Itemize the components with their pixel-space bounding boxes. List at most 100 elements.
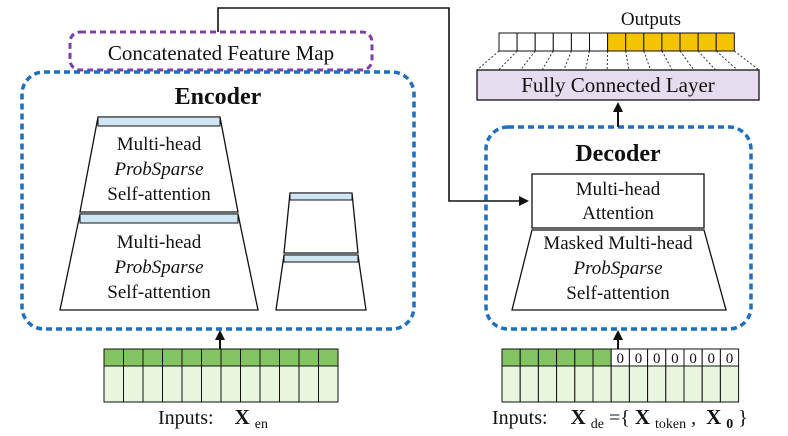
- encoder-input-feature-cell: [142, 365, 163, 403]
- decoder-attention-block: [531, 173, 705, 229]
- decoder-input-feature-cell: [574, 365, 594, 403]
- encoder-upper-line-3: Self-attention: [107, 184, 211, 205]
- decoder-token-subscript: token: [655, 417, 686, 432]
- output-fan-line: [679, 50, 695, 71]
- decoder-masked-line-1: Masked Multi-head: [543, 233, 693, 254]
- decoder-zero-digit: 0: [653, 351, 661, 367]
- decoder-input-feature-cell: [610, 365, 630, 403]
- output-fan-line: [563, 50, 572, 71]
- encoder-small-block-lower-bar: [283, 254, 359, 263]
- encoder-small-block-upper-bar: [289, 192, 353, 201]
- decoder-masked-attention-block: [511, 229, 727, 311]
- output-fan-lines: [476, 50, 760, 71]
- encoder-title: Encoder: [175, 84, 262, 110]
- encoder-input-token-cell: [279, 348, 300, 367]
- output-fan-line: [661, 50, 673, 71]
- decoder-input-token-cell: [556, 348, 576, 367]
- encoder-input-feature-cell: [103, 365, 124, 403]
- decoder-attention-line-1: Multi-head: [576, 179, 661, 200]
- decoder-zero-digit: 0: [708, 351, 716, 367]
- concat-feature-map-box: [68, 30, 374, 72]
- encoder-input-feature-cell: [201, 365, 222, 403]
- encoder-to-decoder-connector: [217, 7, 529, 206]
- encoder-upper-block-bar: [97, 116, 221, 127]
- encoder-lower-block-bar: [79, 213, 239, 224]
- encoder-upper-line-1: Multi-head: [117, 134, 202, 155]
- decoder-input-token-cell: [519, 348, 539, 367]
- decoder-zero-digit: 0: [726, 351, 734, 367]
- decoder-title: Decoder: [575, 141, 661, 167]
- concat-feature-map-label: Concatenated Feature Map: [108, 41, 334, 65]
- output-fan-line: [715, 50, 738, 71]
- encoder-lower-line-3: Self-attention: [107, 282, 211, 303]
- decoder-input-token-cell: [574, 348, 594, 367]
- decoder-zero-digit: 0: [689, 351, 697, 367]
- encoder-input-feature-cell: [259, 365, 280, 403]
- output-predicted-cell: [625, 32, 645, 52]
- decoder-masked-line-2: ProbSparse: [572, 258, 662, 279]
- decoder-input-close: }: [738, 407, 748, 429]
- encoder-input-token-cell: [318, 348, 339, 367]
- decoder-input-feature-cell: [647, 365, 667, 403]
- outputs-label: Outputs: [621, 9, 681, 30]
- decoder-token-symbol: X: [635, 405, 650, 429]
- decoder-zero-digit: 0: [635, 351, 643, 367]
- output-predicted-cell: [697, 32, 717, 52]
- output-predicted-cell: [607, 32, 627, 52]
- output-fan-line: [697, 50, 716, 71]
- encoder-input-feature-cell: [240, 365, 261, 403]
- decoder-input-token-cell: [592, 348, 612, 367]
- decoder-input-feature-cell: [519, 365, 539, 403]
- output-cell: [534, 32, 554, 52]
- encoder-input-token-cell: [220, 348, 241, 367]
- encoder-input-token-cell: [123, 348, 144, 367]
- output-fan-line: [498, 50, 518, 71]
- output-fan-line: [541, 50, 554, 71]
- output-sequence: [498, 32, 735, 52]
- decoder-input-feature-cell: [501, 365, 521, 403]
- fully-connected-label: Fully Connected Layer: [521, 73, 715, 97]
- decoder-zero-subscript: 0: [726, 417, 733, 432]
- decoder-masked-line-3: Self-attention: [566, 283, 670, 304]
- output-fan-line: [625, 50, 630, 71]
- decoder-zero-digit: 0: [671, 351, 679, 367]
- encoder-input-feature-cell: [298, 365, 319, 403]
- encoder-input-subscript: en: [255, 417, 268, 432]
- output-predicted-cell: [715, 32, 735, 52]
- encoder-input-token-cell: [142, 348, 163, 367]
- encoder-input-feature-cell: [162, 365, 183, 403]
- output-cell: [516, 32, 536, 52]
- decoder-zero-digit: 0: [617, 351, 625, 367]
- decoder-input-symbol: X: [571, 405, 586, 429]
- output-cell: [552, 32, 572, 52]
- encoder-input-feature-cell: [318, 365, 339, 403]
- decoder-input-feature-cell: [719, 365, 740, 403]
- decoder-input-feature-cell: [537, 365, 558, 403]
- decoder-input-feature-cell: [556, 365, 576, 403]
- decoder-input-feature-cell: [592, 365, 612, 403]
- decoder-input-equals: ={: [609, 407, 630, 429]
- decoder-input-token-cell: [537, 348, 558, 367]
- output-cell: [498, 32, 518, 52]
- decoder-input-feature-cell: [701, 365, 721, 403]
- encoder-input-sequence: [103, 348, 339, 403]
- decoder-input-caption: Inputs: X de ={ X token , X 0 }: [492, 405, 748, 433]
- encoder-input-token-cell: [240, 348, 261, 367]
- decoder-input-token-cell: [501, 348, 521, 367]
- decoder-input-comma: ,: [691, 407, 696, 429]
- encoder-input-caption: Inputs: X en: [158, 405, 268, 432]
- encoder-input-feature-cell: [279, 365, 300, 403]
- encoder-box: [20, 70, 416, 331]
- encoder-input-token-cell: [298, 348, 319, 367]
- encoder-input-token-cell: [103, 348, 124, 367]
- encoder-input-token-cell: [181, 348, 202, 367]
- encoder-input-token-cell: [162, 348, 183, 367]
- encoder-input-token-cell: [259, 348, 280, 367]
- decoder-zero-symbol: X: [706, 405, 721, 429]
- encoder-small-block-upper: [283, 192, 359, 254]
- encoder-input-feature-cell: [220, 365, 241, 403]
- output-fan-line: [643, 50, 652, 71]
- output-fan-line: [519, 50, 536, 71]
- encoder-upper-line-2: ProbSparse: [113, 159, 203, 180]
